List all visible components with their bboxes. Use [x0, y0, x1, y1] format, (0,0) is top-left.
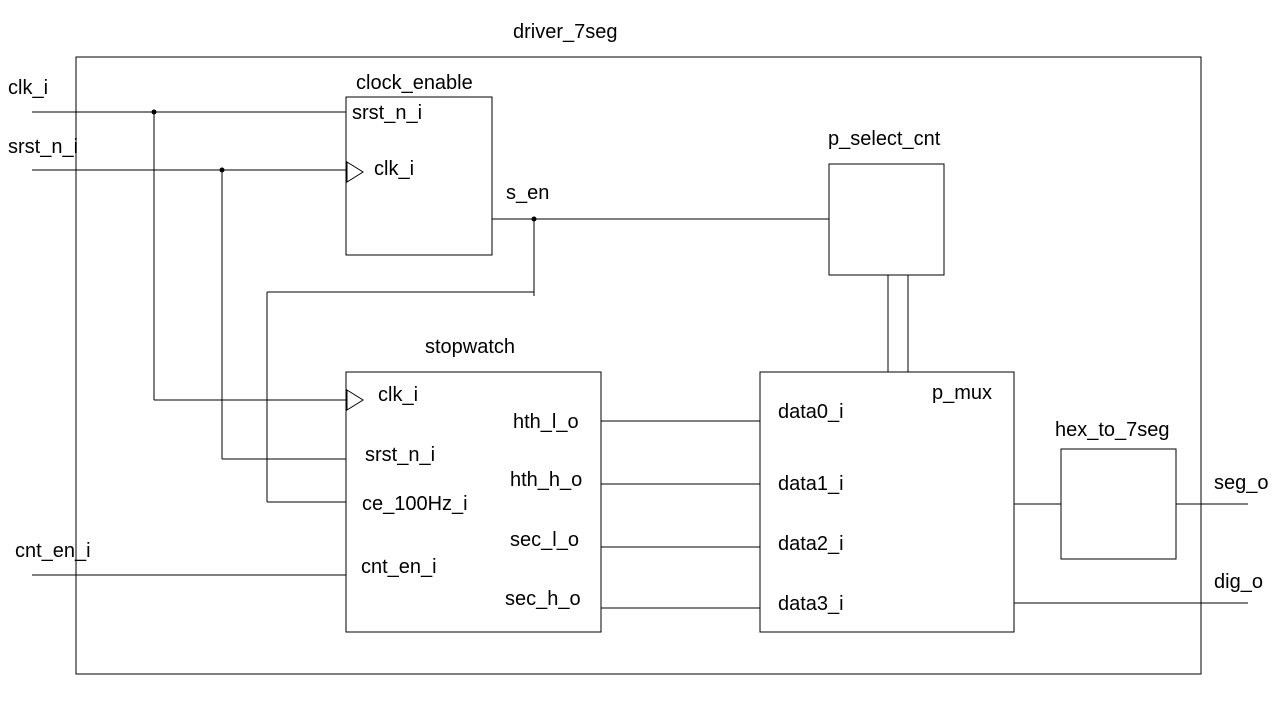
- clock-enable-clk-triangle: [346, 161, 364, 183]
- hex-to-7seg-title: hex_to_7seg: [1055, 419, 1170, 441]
- s-en-signal-label: s_en: [506, 182, 550, 204]
- s-en-junction: [531, 216, 537, 222]
- clock-enable-port-srst: srst_n_i: [352, 102, 423, 124]
- p-mux-port-data3: data3_i: [778, 593, 844, 615]
- stopwatch-port-clk: clk_i: [378, 384, 419, 406]
- srst-n-i-input-label: srst_n_i: [8, 136, 79, 158]
- p-select-cnt-block: [828, 163, 945, 276]
- stopwatch-out-sec-h: sec_h_o: [505, 588, 581, 610]
- srst-junction: [219, 167, 225, 173]
- p-mux-port-data0: data0_i: [778, 401, 844, 423]
- p-mux-port-data2: data2_i: [778, 533, 844, 555]
- clk-i-input-label: clk_i: [8, 77, 49, 99]
- clock-enable-title: clock_enable: [356, 72, 473, 94]
- clk-junction: [151, 109, 157, 115]
- cnt-en-i-input-label: cnt_en_i: [15, 540, 91, 562]
- clock-enable-port-clk: clk_i: [374, 158, 415, 180]
- p-mux-title: p_mux: [932, 382, 993, 404]
- hex-to-7seg-block: [1060, 448, 1177, 560]
- stopwatch-port-ce: ce_100Hz_i: [362, 493, 468, 515]
- stopwatch-port-cnt-en: cnt_en_i: [361, 556, 437, 578]
- stopwatch-title: stopwatch: [425, 336, 516, 358]
- stopwatch-clk-triangle: [346, 389, 364, 411]
- diagram-title: driver_7seg: [513, 21, 618, 43]
- p-select-cnt-title: p_select_cnt: [828, 128, 941, 150]
- stopwatch-block: [345, 371, 602, 633]
- seg-o-output-label: seg_o: [1214, 472, 1269, 494]
- stopwatch-out-hth-h: hth_h_o: [510, 469, 583, 491]
- clock-enable-block: [345, 96, 493, 256]
- p-mux-block: [759, 371, 1015, 633]
- stopwatch-out-sec-l: sec_l_o: [510, 529, 579, 551]
- stopwatch-port-srst: srst_n_i: [365, 444, 436, 466]
- driver-7seg-boundary: [75, 56, 1202, 675]
- dig-o-output-label: dig_o: [1214, 571, 1263, 593]
- stopwatch-out-hth-l: hth_l_o: [513, 411, 579, 433]
- p-mux-port-data1: data1_i: [778, 473, 844, 495]
